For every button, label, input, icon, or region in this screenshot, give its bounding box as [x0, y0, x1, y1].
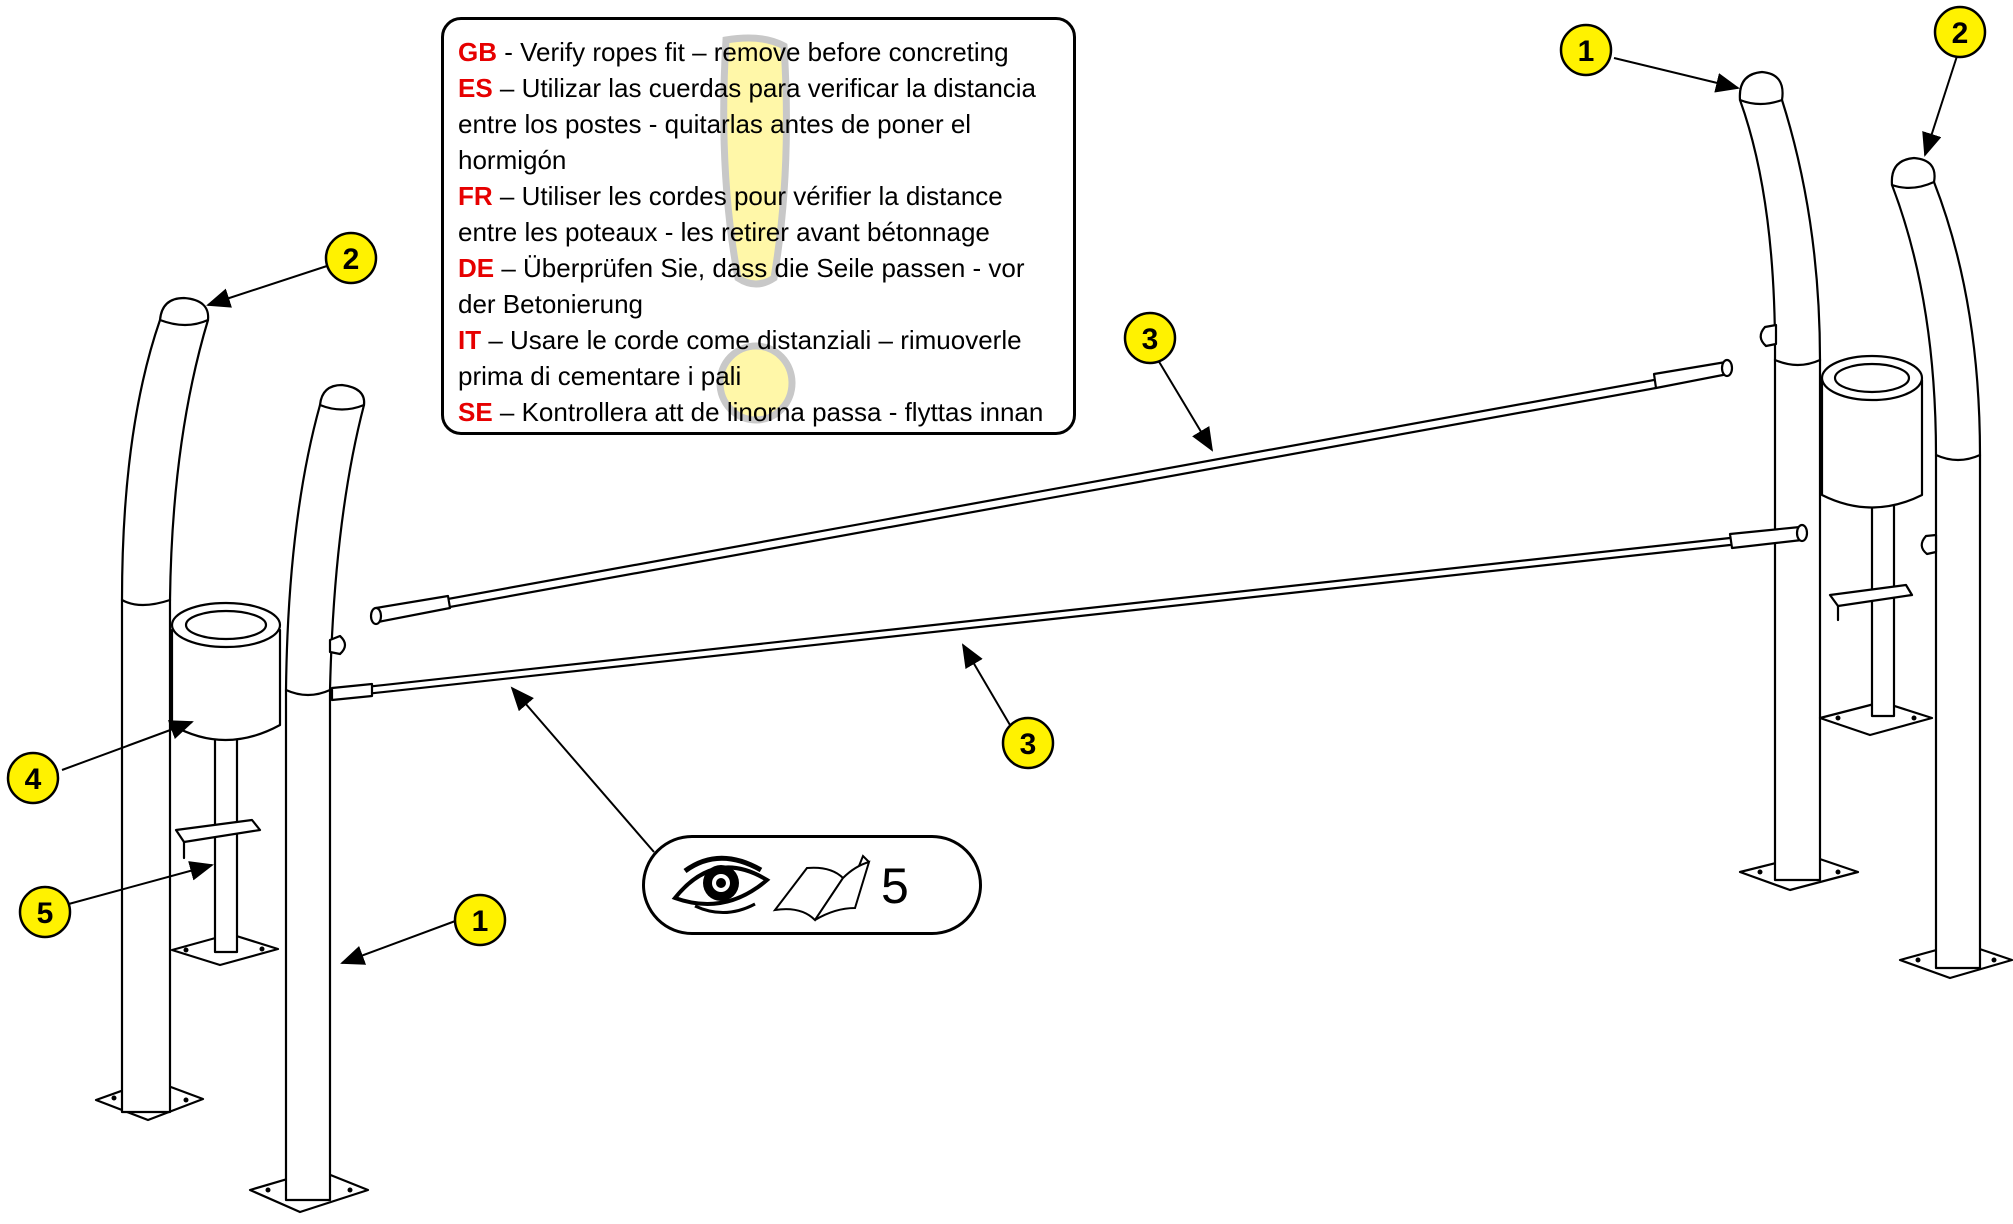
svg-text:1: 1: [1578, 35, 1595, 68]
rope-upper: [369, 358, 1734, 626]
svg-text:3: 3: [1142, 323, 1159, 356]
callout-2-left: 2: [324, 231, 378, 285]
exclamation-icon: [716, 34, 796, 424]
note-line-gb: GB - Verify ropes fit – remove before co…: [458, 37, 1009, 67]
leader-3-top: [1154, 354, 1214, 452]
callout-1-right: 1: [1559, 23, 1613, 77]
leader-reference: [510, 686, 655, 853]
leader-4-left: [61, 720, 194, 771]
callout-2-right: 2: [1933, 5, 1987, 59]
leader-5-left: [64, 861, 214, 906]
svg-text:3: 3: [1020, 728, 1037, 761]
svg-text:2: 2: [1952, 17, 1969, 50]
svg-text:1: 1: [472, 905, 489, 938]
leader-3-bottom: [961, 643, 1011, 726]
bin-right: [1818, 354, 1934, 737]
leader-1-left: [340, 919, 459, 965]
note-line-se: SE – Kontrollera att de linorna passa - …: [458, 397, 1044, 427]
note-line-it: IT – Usare le corde come distanziali – r…: [458, 325, 1022, 391]
eye-icon: [671, 855, 771, 915]
svg-text:2: 2: [343, 243, 360, 276]
leader-2-left: [206, 264, 331, 308]
callout-1-left: 1: [453, 893, 507, 947]
manual-page-number: 5: [881, 858, 909, 914]
post-left-back: [94, 296, 210, 1122]
leader-1-right: [1613, 57, 1740, 93]
post-right-back: [1890, 156, 2013, 980]
note-line-fr: FR – Utiliser les cordes pour vérifier l…: [458, 181, 1003, 247]
note-line-de: DE – Überprüfen Sie, dass die Seile pass…: [458, 253, 1025, 319]
note-line-es: ES – Utilizar las cuerdas para verificar…: [458, 73, 1037, 175]
post-right-front: [1738, 70, 1860, 892]
callout-4-left: 4: [6, 751, 60, 805]
svg-text:5: 5: [37, 897, 54, 930]
callout-5-left: 5: [18, 885, 72, 939]
callout-3-top: 3: [1123, 311, 1177, 365]
leader-2-right: [1922, 52, 1959, 157]
post-left-front: [248, 383, 370, 1214]
rope-instruction-note: GB - Verify ropes fit – remove before co…: [441, 17, 1076, 435]
bin-left: [170, 601, 282, 967]
manual-book-icon: [772, 854, 871, 922]
manual-reference-badge: 5: [642, 835, 982, 935]
callout-3-bottom: 3: [1001, 716, 1055, 770]
rope-lower: [330, 523, 1809, 702]
svg-text:4: 4: [25, 763, 42, 796]
